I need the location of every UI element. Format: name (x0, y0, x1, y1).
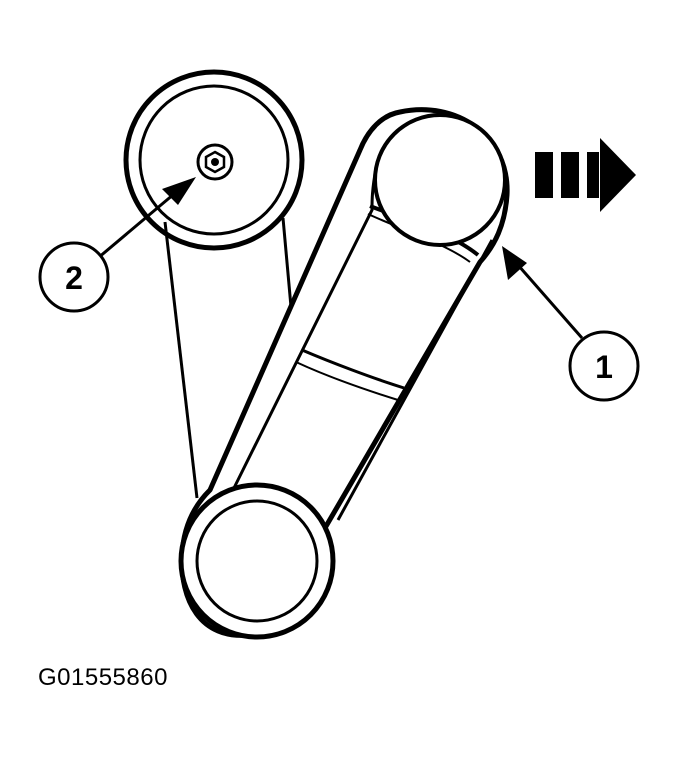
bolt-icon (196, 143, 234, 181)
dashed-right-arrow-icon (535, 138, 636, 212)
callout-2-leader (97, 177, 196, 260)
callout-1: 1 (568, 330, 640, 402)
callout-2: 2 (38, 241, 110, 313)
figure-id: G01555860 (38, 664, 168, 691)
callout-1-leader (502, 246, 584, 339)
callout-2-label: 2 (65, 260, 83, 296)
drive-belt (163, 217, 294, 499)
callout-1-label: 1 (595, 349, 613, 385)
tensioner-pulley (373, 113, 507, 247)
pivot-pulley (178, 482, 336, 640)
